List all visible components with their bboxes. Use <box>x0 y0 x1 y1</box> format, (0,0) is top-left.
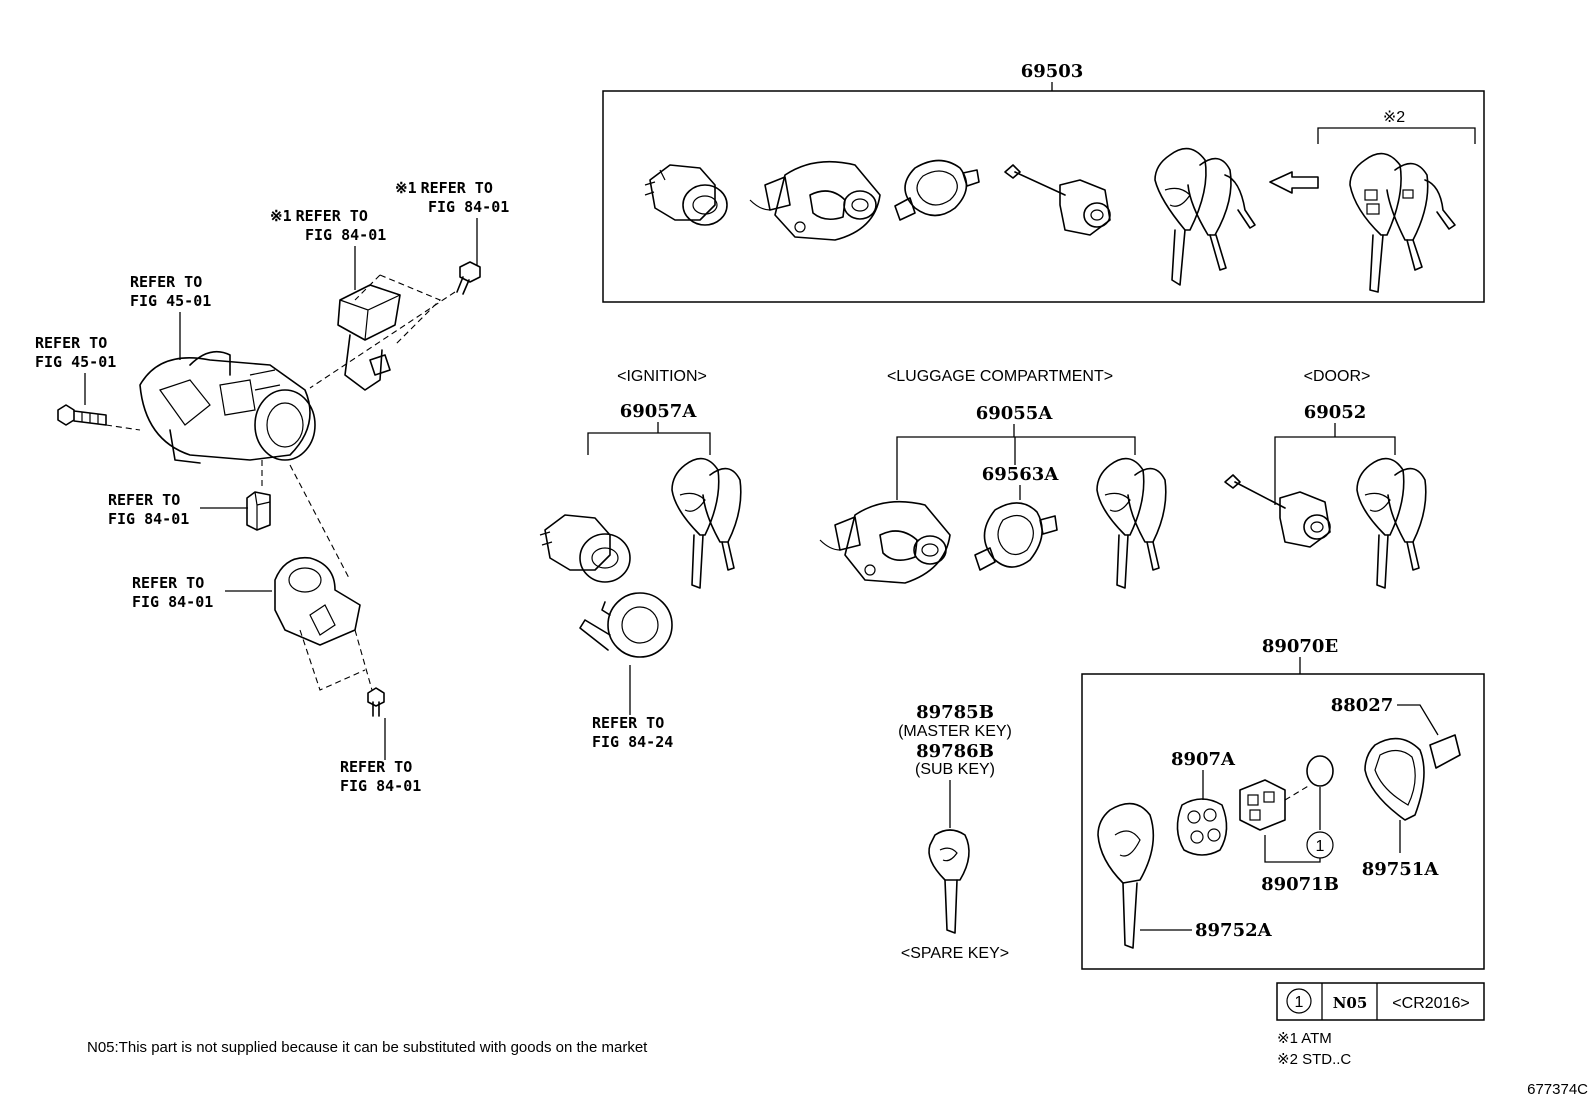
part-69055a: 69055A <box>976 403 1054 424</box>
note-atm: ※1 ATM <box>1277 1030 1332 1047</box>
legend-table: 1 N05 <CR2016> <box>1276 982 1485 1021</box>
ref-label-84-01-e: REFER TO <box>340 758 412 776</box>
luggage-keys-icon <box>1096 457 1167 589</box>
button-pad-icon <box>1176 798 1228 856</box>
part-69503: 69503 <box>1021 61 1084 82</box>
section-spare-key: <SPARE KEY> <box>901 945 1009 962</box>
circle-1-icon: 1 <box>1306 831 1334 859</box>
ignition-keys-icon <box>671 457 742 589</box>
luggage-gasket-icon <box>974 502 1058 571</box>
part-8907a: 8907A <box>1171 749 1236 770</box>
svg-text:1: 1 <box>1316 838 1325 855</box>
ref-label-45-01-b: REFER TO <box>35 334 107 352</box>
legend-code: N05 <box>1333 994 1368 1012</box>
kit-box-69503 <box>602 90 1485 303</box>
arrow-left-icon <box>1269 171 1319 194</box>
door-keys-icon <box>1356 457 1427 589</box>
ref-fig-84-01-c: FIG 84-01 <box>108 510 189 528</box>
kit-box-89070e <box>1081 673 1485 970</box>
ref-label-45-01-a: REFER TO <box>130 273 202 291</box>
ref-label-84-01-d: REFER TO <box>132 574 204 592</box>
ref-fig-45-01-a: FIG 45-01 <box>130 292 211 310</box>
battery-label-icon <box>1429 734 1461 769</box>
ref-fig-84-01-e: FIG 84-01 <box>340 777 421 795</box>
transponder-amplifier-icon <box>274 556 361 646</box>
switch-connector-icon <box>246 491 271 531</box>
part-89070e: 89070E <box>1262 636 1338 657</box>
footnote-n05: N05:This part is not supplied because it… <box>87 1039 648 1056</box>
screw-icon <box>57 404 107 426</box>
ref-fig-45-01-b: FIG 45-01 <box>35 353 116 371</box>
door-cylinder-icon <box>1004 164 1111 236</box>
key-blade-icon <box>1097 802 1155 949</box>
key-pair-icon <box>1154 147 1256 286</box>
bolt-icon <box>456 261 481 295</box>
screw-bottom-icon <box>367 687 385 717</box>
ref-fig-84-01-a: FIG 84-01 <box>428 198 509 216</box>
luggage-cylinder-set-icon <box>819 500 951 584</box>
part-69057a: 69057A <box>620 401 698 422</box>
ignition-cylinder-icon <box>644 164 728 226</box>
ref-label-84-24: REFER TO <box>592 714 664 732</box>
note-std: ※2 STD..C <box>1277 1051 1351 1068</box>
battery-cell-icon <box>1306 755 1334 787</box>
part-89786b: 89786B <box>916 741 994 762</box>
section-luggage: <LUGGAGE COMPARTMENT> <box>887 368 1113 385</box>
door-cylinder-set-icon <box>1224 474 1331 548</box>
part-89071b: 89071B <box>1261 874 1339 895</box>
label-master-key: (MASTER KEY) <box>898 723 1012 740</box>
section-door: <DOOR> <box>1304 368 1371 385</box>
legend-circle-num: 1 <box>1295 994 1304 1011</box>
luggage-cylinder-icon <box>749 160 881 241</box>
spare-key-icon <box>928 829 970 934</box>
part-69052: 69052 <box>1304 402 1367 423</box>
part-89752a: 89752A <box>1195 920 1273 941</box>
part-89751a: 89751A <box>1362 859 1440 880</box>
ignition-bezel-icon <box>579 592 673 658</box>
ignition-cylinder-set-icon <box>539 514 631 583</box>
section-ignition: <IGNITION> <box>617 368 707 385</box>
ecu-module-icon <box>337 284 401 391</box>
ref-fig-84-01-d: FIG 84-01 <box>132 593 213 611</box>
gasket-icon <box>894 159 980 221</box>
ref-label-84-01-c: REFER TO <box>108 491 180 509</box>
key-shell-icon <box>1364 737 1425 821</box>
figure-id: 677374C <box>1527 1081 1588 1098</box>
part-69563a: 69563A <box>982 464 1060 485</box>
ref-fig-84-01-b: FIG 84-01 <box>305 226 386 244</box>
part-89785b: 89785B <box>916 702 994 723</box>
circuit-board-icon <box>1239 779 1286 831</box>
ref-fig-84-24: FIG 84-24 <box>592 733 673 751</box>
legend-battery: <CR2016> <box>1392 995 1469 1012</box>
part-88027: 88027 <box>1331 695 1394 716</box>
key-pair-std-icon <box>1349 152 1456 293</box>
mark-2-label: ※2 <box>1383 109 1405 126</box>
steering-lock-housing-icon <box>139 350 316 464</box>
label-sub-key: (SUB KEY) <box>915 761 995 778</box>
